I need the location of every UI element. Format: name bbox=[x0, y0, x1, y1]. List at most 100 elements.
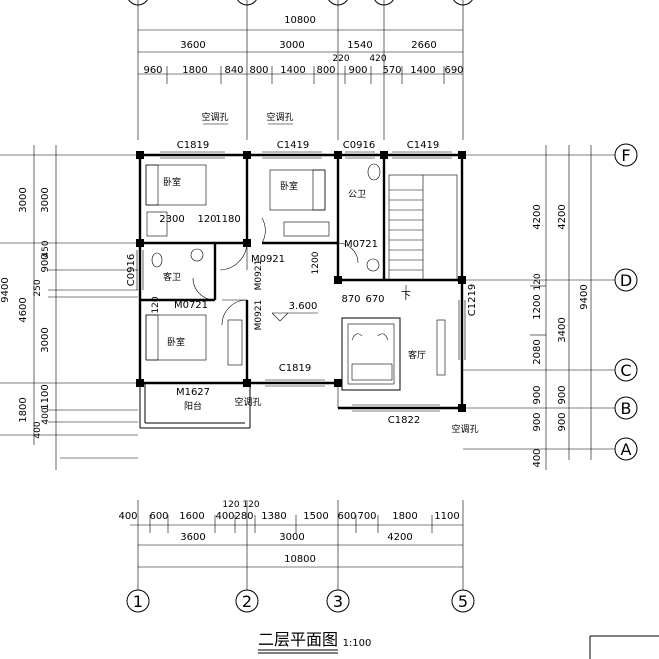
window-label: C0916 bbox=[126, 254, 137, 286]
top-row2-dim: 2660 bbox=[411, 40, 436, 51]
right-dimension-lines bbox=[463, 145, 615, 470]
bottom-row1-dim: 600 bbox=[337, 511, 356, 522]
top-row3-dim: 960 bbox=[143, 65, 162, 76]
left-dimension-lines bbox=[0, 145, 138, 470]
top-row3-dim: 1400 bbox=[280, 65, 305, 76]
window-label: C1419 bbox=[407, 140, 439, 151]
bottom-row1-dim: 1800 bbox=[392, 511, 417, 522]
right-inner-dim: 900 bbox=[532, 385, 543, 404]
door-label: M0921 bbox=[254, 260, 264, 291]
left-inner-dim: 400 bbox=[33, 421, 43, 438]
left-outer-dim: 1800 bbox=[18, 397, 29, 422]
bottom-dimension-lines bbox=[130, 500, 464, 590]
right-mid-dim: 4200 bbox=[557, 204, 568, 229]
bottom-row1-dim: 700 bbox=[357, 511, 376, 522]
door-swings bbox=[192, 217, 359, 326]
room-bedroom-2: 卧室 bbox=[280, 180, 298, 192]
staircase bbox=[388, 174, 458, 295]
room-bedroom-1: 卧室 bbox=[163, 176, 181, 188]
interior-dim: 2300 bbox=[159, 214, 184, 225]
right-mid-dim: 900 bbox=[557, 412, 568, 431]
top-row3-dim: 840 bbox=[224, 65, 243, 76]
left-outer-dim: 4600 bbox=[18, 297, 29, 322]
room-guest-bathroom: 客卫 bbox=[163, 271, 181, 283]
ac-hole-label: 空调孔 bbox=[451, 423, 478, 435]
left-outer-dim: 3000 bbox=[18, 187, 29, 212]
furniture bbox=[145, 163, 446, 391]
window-label: C1822 bbox=[388, 415, 420, 426]
door-label: M0721 bbox=[344, 239, 378, 250]
top-total-dim: 10800 bbox=[284, 15, 316, 26]
interior-dim: 870 bbox=[341, 294, 360, 305]
bottom-row1-dim: 1500 bbox=[303, 511, 328, 522]
top-row3-dim: 1800 bbox=[182, 65, 207, 76]
room-balcony: 阳台 bbox=[184, 400, 202, 412]
top-row3-dim: 420 bbox=[369, 54, 386, 64]
top-dimension-lines bbox=[137, 0, 464, 140]
door-label: M1627 bbox=[176, 387, 210, 398]
left-small-dim: 450 bbox=[41, 240, 51, 257]
interior-dim: 120 bbox=[151, 296, 161, 313]
left-fragment-dim: 9400 bbox=[0, 277, 11, 302]
right-inner-dim: 4200 bbox=[532, 204, 543, 229]
axis-label-3: 3 bbox=[333, 592, 343, 611]
bottom-total-dim: 10800 bbox=[284, 554, 316, 565]
left-inner-dim: 250 bbox=[33, 279, 43, 296]
ac-hole-label: 空调孔 bbox=[201, 111, 228, 123]
level-marker bbox=[271, 312, 318, 322]
bottom-row1-dim: 120 bbox=[222, 500, 239, 510]
left-inner-dim: 900 bbox=[40, 253, 51, 272]
bottom-axis-bubbles bbox=[126, 589, 475, 613]
right-small-dim: 120 bbox=[533, 273, 543, 290]
window-label: C1419 bbox=[277, 140, 309, 151]
door-label: M0921 bbox=[251, 254, 285, 265]
axis-label-d: D bbox=[620, 271, 632, 290]
top-row3-dim: 1400 bbox=[410, 65, 435, 76]
top-row3-dim: 570 bbox=[382, 65, 401, 76]
top-row2-dim: 3000 bbox=[279, 40, 304, 51]
bottom-row1-dim: 280 bbox=[234, 511, 253, 522]
drawing-title: 二层平面图 bbox=[258, 630, 338, 649]
bottom-row1-dim: 400 bbox=[215, 511, 234, 522]
right-inner-dim: 2080 bbox=[532, 339, 543, 364]
axis-label-f: F bbox=[621, 146, 630, 165]
room-bedroom-3: 卧室 bbox=[167, 336, 185, 348]
axis-label-5: 5 bbox=[458, 592, 468, 611]
left-inner-dim: 1100 bbox=[40, 384, 51, 409]
bottom-row2-dim: 4200 bbox=[387, 532, 412, 543]
interior-dim: 1200 bbox=[311, 251, 321, 274]
left-inner-dim: 3000 bbox=[40, 327, 51, 352]
top-row3-dim: 900 bbox=[348, 65, 367, 76]
top-row3-dim: 800 bbox=[249, 65, 268, 76]
window-label: C1219 bbox=[467, 284, 478, 316]
bottom-row2-dim: 3600 bbox=[180, 532, 205, 543]
top-row3-dim: 800 bbox=[316, 65, 335, 76]
ac-hole-label: 空调孔 bbox=[234, 396, 261, 408]
door-label: M0921 bbox=[254, 300, 264, 331]
axis-label-c: C bbox=[620, 361, 631, 380]
top-axis-bubbles bbox=[128, 0, 473, 6]
window-label: C1819 bbox=[177, 140, 209, 151]
left-inner-dim: 400 bbox=[41, 407, 51, 424]
axis-label-b: B bbox=[621, 399, 632, 418]
bottom-row1-dim: 1380 bbox=[261, 511, 286, 522]
floor-level: 3.600 bbox=[289, 301, 318, 312]
right-inner-dim: 1200 bbox=[532, 294, 543, 319]
bottom-row1-dim: 600 bbox=[149, 511, 168, 522]
window-label: C0916 bbox=[343, 140, 375, 151]
window-openings bbox=[136, 151, 466, 412]
stair-direction: 下 bbox=[401, 291, 411, 302]
top-row2-dim: 1540 bbox=[347, 40, 372, 51]
top-row3-dim: 220 bbox=[332, 54, 349, 64]
left-inner-dim: 3000 bbox=[40, 187, 51, 212]
bottom-row1-dim: 400 bbox=[118, 511, 137, 522]
ac-hole-label: 空调孔 bbox=[266, 111, 293, 123]
right-inner-dim: 400 bbox=[532, 448, 543, 467]
axis-label-1: 1 bbox=[133, 592, 143, 611]
interior-dim: 1180 bbox=[215, 214, 240, 225]
drawing-scale: 1:100 bbox=[343, 638, 372, 649]
axis-label-2: 2 bbox=[242, 592, 252, 611]
top-row2-dim: 3600 bbox=[180, 40, 205, 51]
